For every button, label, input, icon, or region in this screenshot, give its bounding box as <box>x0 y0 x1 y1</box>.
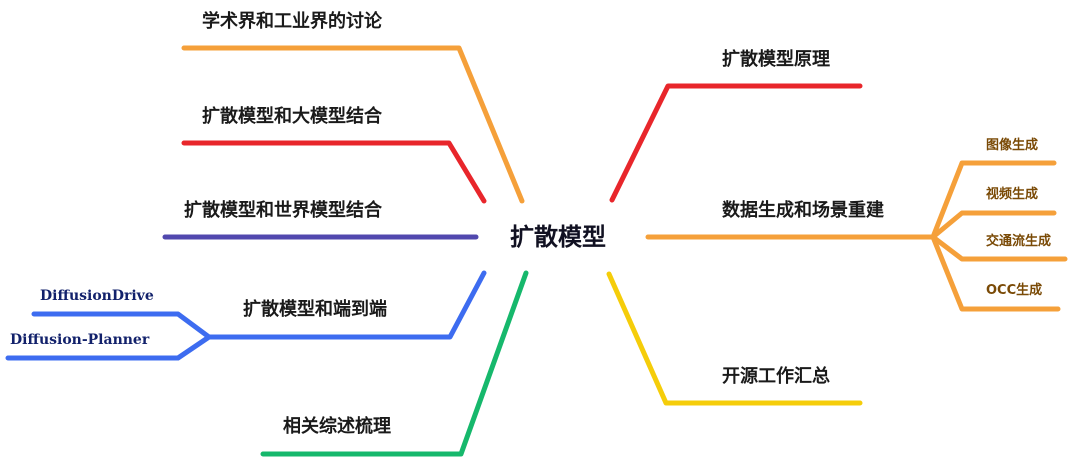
branch-label-world-model: 扩散模型和世界模型结合 <box>184 200 382 221</box>
branch-label-open-source: 开源工作汇总 <box>722 366 830 387</box>
branch-line-large-model <box>181 140 487 204</box>
branch-line-principle <box>609 83 863 203</box>
center-node-label: 扩散模型 <box>510 223 606 251</box>
leaf-line-traffic-gen <box>930 234 1068 262</box>
leaf-label-occ-gen: OCC生成 <box>986 283 1043 298</box>
leaf-label-traffic-gen: 交通流生成 <box>986 234 1052 249</box>
branch-label-large-model: 扩散模型和大模型结合 <box>202 106 382 127</box>
leaf-line-diffusion-planner <box>5 334 212 361</box>
branch-label-principle: 扩散模型原理 <box>722 49 830 70</box>
leaf-line-occ-gen <box>930 234 1061 312</box>
leaf-label-video-gen: 视频生成 <box>986 187 1039 202</box>
branch-label-data-gen: 数据生成和场景重建 <box>722 200 884 221</box>
leaf-label-diffusion-planner: Diffusion-Planner <box>10 332 150 348</box>
leaf-line-image-gen <box>930 160 1057 240</box>
branch-line-academia-industry <box>181 45 525 204</box>
leaf-label-diffusiondrive: DiffusionDrive <box>40 288 154 304</box>
branch-line-open-source <box>606 271 863 406</box>
branch-label-academia-industry: 学术界和工业界的讨论 <box>202 11 382 32</box>
leaf-label-image-gen: 图像生成 <box>986 138 1039 153</box>
leaf-line-video-gen <box>930 210 1057 240</box>
branch-label-survey: 相关综述梳理 <box>283 416 391 437</box>
branch-line-end-to-end <box>206 270 487 340</box>
branch-line-survey <box>260 270 529 457</box>
leaf-line-diffusiondrive <box>31 311 212 340</box>
branch-label-end-to-end: 扩散模型和端到端 <box>243 299 387 320</box>
